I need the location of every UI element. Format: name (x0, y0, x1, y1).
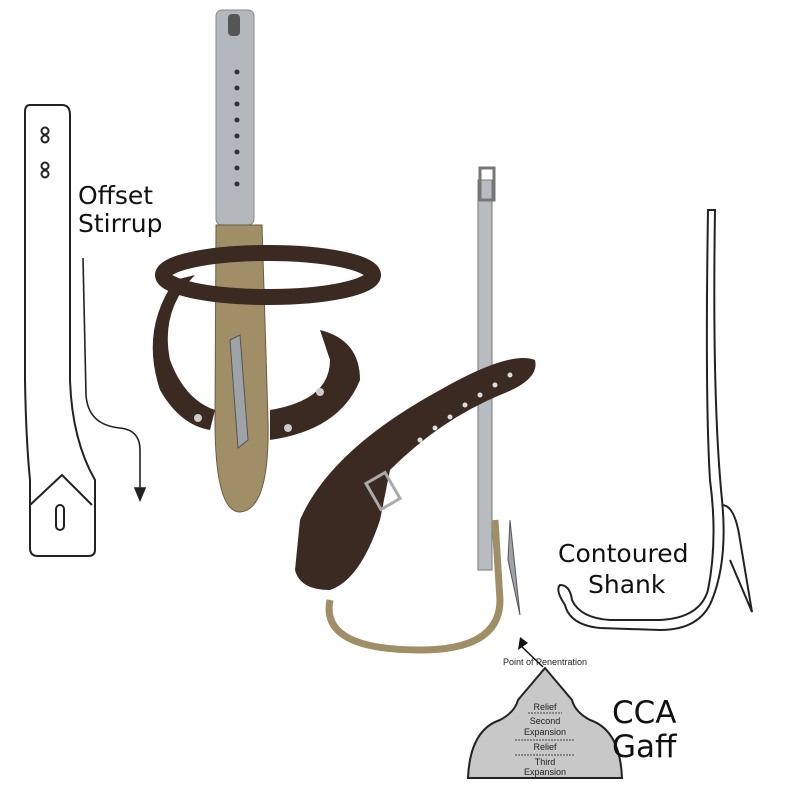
contoured-shank-drawing (557, 209, 753, 632)
cca-gaff-label-line2: Gaff (612, 729, 677, 766)
spur-photo-side (295, 166, 536, 654)
gaff-zone-third: Third (534, 757, 556, 767)
contoured-shank-label: Contoured Shank (558, 538, 689, 601)
offset-stirrup-label: Offset Stirrup (78, 182, 162, 237)
gaff-zone-second-expansion: Expansion (523, 727, 567, 737)
offset-stirrup-label-line1: Offset (78, 181, 154, 210)
point-of-penetration-label: Point of Penentration (502, 657, 588, 667)
offset-arrow (82, 257, 147, 503)
contoured-shank-label-line2: Shank (588, 570, 666, 600)
cca-gaff-label-line1: CCA (612, 695, 677, 731)
spur-photo-front (152, 9, 381, 513)
gaff-zone-second: Second (529, 716, 561, 726)
cca-gaff-label: CCA Gaff (612, 696, 677, 764)
offset-stirrup-drawing (24, 104, 96, 557)
gaff-zone-third-expansion: Expansion (523, 767, 567, 777)
gaff-zone-relief-2: Relief (533, 742, 557, 752)
offset-stirrup-label-line2: Stirrup (78, 208, 163, 238)
gaff-zone-relief-1: Relief (533, 702, 557, 712)
cca-gaff-diagram (466, 637, 624, 779)
contoured-shank-label-line1: Contoured (558, 539, 689, 568)
